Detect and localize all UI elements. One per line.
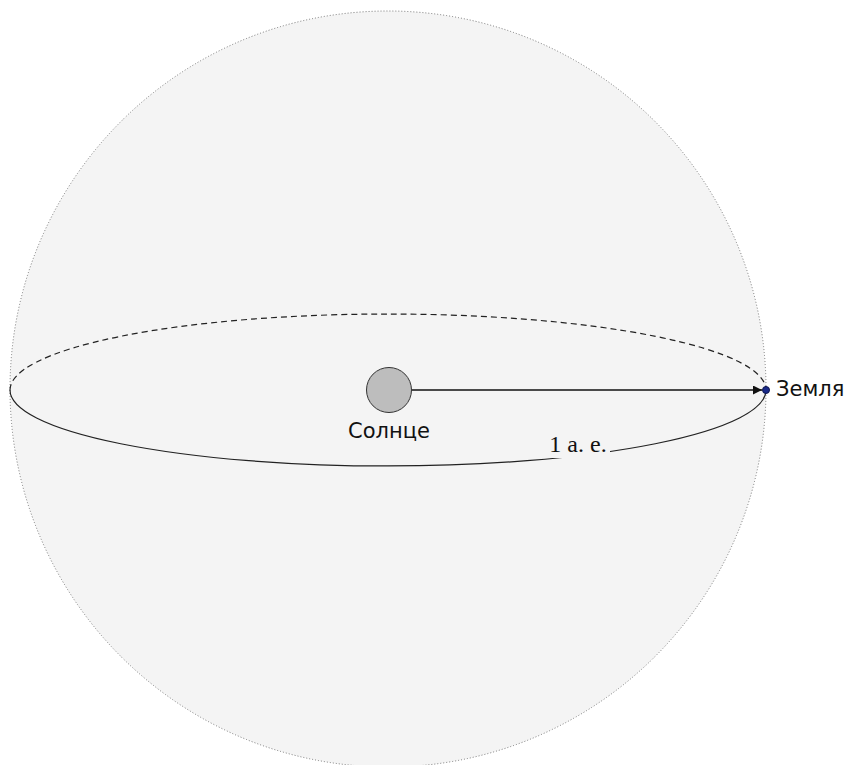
earth-node: Земля bbox=[762, 386, 770, 394]
body-circle bbox=[367, 368, 412, 413]
node-outline bbox=[366, 367, 412, 413]
node-outline bbox=[762, 386, 770, 394]
body-label: Земля bbox=[776, 377, 844, 402]
body-circle bbox=[763, 387, 770, 394]
sphere bbox=[10, 11, 766, 765]
sun-node: Солнце bbox=[366, 367, 412, 413]
body-label: Солнце bbox=[348, 419, 430, 444]
distance-arrow bbox=[412, 389, 762, 390]
distance-label: 1 а. е. bbox=[546, 430, 609, 459]
